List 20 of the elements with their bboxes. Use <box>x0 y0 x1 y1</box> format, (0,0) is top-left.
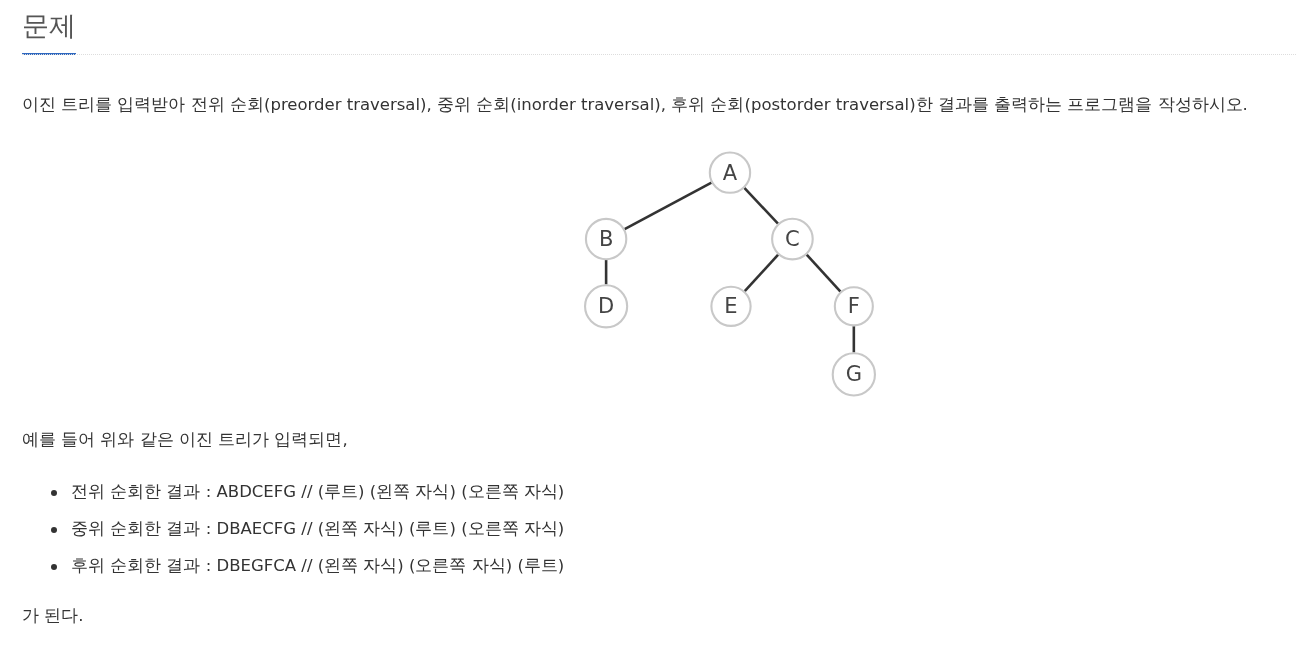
paragraph: 예를 들어 위와 같은 이진 트리가 입력되면, <box>22 429 348 451</box>
node-circle: D <box>584 284 629 329</box>
connector <box>604 260 608 285</box>
connector <box>624 181 713 231</box>
connector <box>852 326 856 353</box>
node-circle: E <box>710 285 752 327</box>
node-circle: C <box>771 217 814 261</box>
paragraph: 가 된다. <box>22 605 84 627</box>
list-item: 전위 순회한 결과 : ABDCEFG // (루트) (왼쪽 자식) (오른쪽 자식) <box>71 481 565 503</box>
connector <box>805 253 842 293</box>
connector <box>743 253 780 293</box>
node-circle: F <box>833 286 874 327</box>
list-item: 후위 순회한 결과 : DBEGFCA // (왼쪽 자식) (오른쪽 자식) (루트) <box>71 555 565 577</box>
node-circle: A <box>708 151 752 194</box>
connector <box>743 187 779 225</box>
node-circle: B <box>584 217 628 261</box>
list-item: 중위 순회한 결과 : DBAECFG // (왼쪽 자식) (루트) (오른쪽 자식) <box>71 518 565 540</box>
heading: 문제 <box>22 4 76 55</box>
node-circle: G <box>831 352 876 397</box>
paragraph: 이진 트리를 입력받아 전위 순회(preorder traversal), 중위 순회(inorder traversal), 후위 순회(postorder traversal)한 결과를 출력하는 프로그램을 작성하시오. <box>22 94 1248 116</box>
